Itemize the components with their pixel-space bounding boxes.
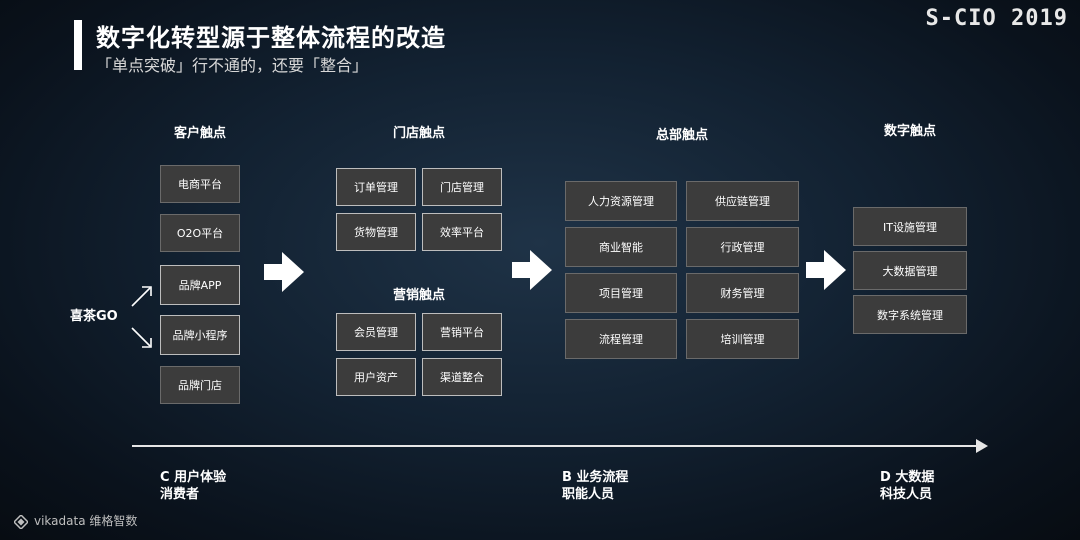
timeline-arrowhead-icon	[976, 439, 988, 453]
hq-item-supply-chain[interactable]: 供应链管理	[686, 181, 799, 221]
footer-c-line1: C 用户体验	[160, 470, 227, 485]
marketing-item-platform[interactable]: 营销平台	[422, 313, 502, 351]
side-label-heytea-go: 喜茶GO	[70, 309, 118, 324]
hq-item-projects[interactable]: 项目管理	[565, 273, 677, 313]
marketing-item-user-assets[interactable]: 用户资产	[336, 358, 416, 396]
store-item-goods[interactable]: 货物管理	[336, 213, 416, 251]
brand-text: vikadata 维格智数	[34, 514, 138, 528]
customer-item-app[interactable]: 品牌APP	[160, 265, 240, 305]
brand-logo-icon	[14, 514, 28, 529]
customer-item-miniprogram[interactable]: 品牌小程序	[160, 315, 240, 355]
brand-watermark: vikadata 维格智数	[14, 512, 137, 529]
marketing-item-channels[interactable]: 渠道整合	[422, 358, 502, 396]
digital-item-bigdata[interactable]: 大数据管理	[853, 251, 967, 290]
hq-item-process[interactable]: 流程管理	[565, 319, 677, 359]
hq-item-admin[interactable]: 行政管理	[686, 227, 799, 267]
footer-b-line2: 职能人员	[562, 487, 615, 502]
customer-item-store[interactable]: 品牌门店	[160, 366, 240, 404]
hq-section-title: 总部触点	[655, 128, 708, 143]
hq-item-hr[interactable]: 人力资源管理	[565, 181, 677, 221]
footer-c-line2: 消费者	[160, 487, 200, 502]
footer-b-line1: B 业务流程	[562, 470, 629, 485]
footer-label-b: B 业务流程 职能人员	[562, 469, 628, 503]
footer-d-line1: D 大数据	[880, 470, 935, 485]
page-subtitle: 「单点突破」行不通的，还要「整合」	[96, 56, 369, 75]
footer-d-line2: 科技人员	[880, 487, 933, 502]
flow-arrow-icon	[806, 250, 846, 290]
branch-arrows	[131, 286, 152, 348]
hq-item-finance[interactable]: 财务管理	[686, 273, 799, 313]
store-item-orders[interactable]: 订单管理	[336, 168, 416, 206]
digital-item-it[interactable]: IT设施管理	[853, 207, 967, 246]
digital-item-systems[interactable]: 数字系统管理	[853, 295, 967, 334]
hq-item-bi[interactable]: 商业智能	[565, 227, 677, 267]
footer-label-d: D 大数据 科技人员	[880, 469, 934, 503]
customer-item-o2o[interactable]: O2O平台	[160, 214, 240, 252]
store-item-efficiency[interactable]: 效率平台	[422, 213, 502, 251]
page-title: 数字化转型源于整体流程的改造	[96, 24, 446, 52]
hq-item-training[interactable]: 培训管理	[686, 319, 799, 359]
flow-arrow-icon	[264, 252, 304, 292]
customer-section-title: 客户触点	[173, 126, 226, 141]
digital-section-title: 数字触点	[883, 124, 936, 139]
marketing-item-members[interactable]: 会员管理	[336, 313, 416, 351]
marketing-section-title: 营销触点	[392, 288, 445, 303]
store-item-store-mgmt[interactable]: 门店管理	[422, 168, 502, 206]
timeline-line	[132, 445, 980, 447]
footer-label-c: C 用户体验 消费者	[160, 469, 226, 503]
flow-arrow-icon	[512, 250, 552, 290]
customer-item-ecommerce[interactable]: 电商平台	[160, 165, 240, 203]
store-section-title: 门店触点	[392, 126, 445, 141]
title-accent-bar	[74, 20, 82, 70]
event-logo: S-CIO 2019	[925, 6, 1068, 31]
